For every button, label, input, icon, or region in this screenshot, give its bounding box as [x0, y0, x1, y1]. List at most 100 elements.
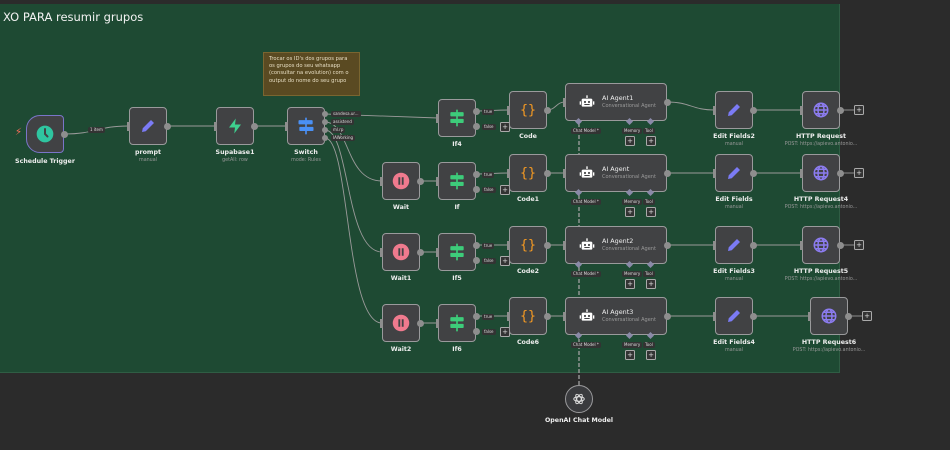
output-port[interactable]: [664, 99, 671, 106]
add-tool-button[interactable]: +: [646, 350, 656, 360]
input-port[interactable]: [713, 169, 716, 178]
node-supabase[interactable]: [216, 107, 254, 145]
input-port[interactable]: [436, 114, 439, 123]
output-port-true[interactable]: [473, 313, 480, 320]
node-if6[interactable]: [438, 304, 476, 342]
node-code6[interactable]: {}: [509, 297, 547, 335]
input-port[interactable]: [507, 106, 510, 115]
input-port[interactable]: [800, 241, 803, 250]
input-port[interactable]: [800, 169, 803, 178]
node-edit4[interactable]: [715, 297, 753, 335]
input-port[interactable]: [563, 98, 566, 107]
add-memory-button[interactable]: +: [625, 207, 635, 217]
input-port[interactable]: [380, 248, 383, 257]
output-port[interactable]: [544, 313, 551, 320]
node-prompt[interactable]: [129, 107, 167, 145]
output-port[interactable]: [664, 313, 671, 320]
output-port[interactable]: [417, 178, 424, 185]
node-wait2[interactable]: [382, 304, 420, 342]
input-port[interactable]: [800, 106, 803, 115]
node-if[interactable]: [438, 162, 476, 200]
output-port-false[interactable]: [473, 186, 480, 193]
output-port[interactable]: [664, 170, 671, 177]
connection[interactable]: [324, 137, 383, 324]
add-memory-button[interactable]: +: [625, 350, 635, 360]
sticky-note[interactable]: Trocar os ID's dos grupos para os grupos…: [263, 52, 360, 96]
output-port[interactable]: [750, 170, 757, 177]
input-port[interactable]: [507, 241, 510, 250]
node-wait1[interactable]: [382, 233, 420, 271]
output-port-false[interactable]: [473, 328, 480, 335]
node-http4[interactable]: [802, 154, 840, 192]
output-port-false[interactable]: [473, 257, 480, 264]
node-if5[interactable]: [438, 233, 476, 271]
input-port[interactable]: [436, 177, 439, 186]
output-port[interactable]: [837, 107, 844, 114]
node-switch[interactable]: [287, 107, 325, 145]
input-port[interactable]: [563, 169, 566, 178]
output-port[interactable]: [417, 249, 424, 256]
input-port[interactable]: [380, 319, 383, 328]
switch-output-port[interactable]: [322, 111, 328, 117]
output-port[interactable]: [544, 107, 551, 114]
output-port-false[interactable]: [473, 123, 480, 130]
input-port[interactable]: [713, 106, 716, 115]
output-port[interactable]: [544, 242, 551, 249]
node-http6[interactable]: [810, 297, 848, 335]
input-port[interactable]: [563, 241, 566, 250]
add-memory-button[interactable]: +: [625, 279, 635, 289]
output-port-true[interactable]: [473, 242, 480, 249]
add-node-button[interactable]: +: [862, 311, 872, 321]
input-port[interactable]: [507, 312, 510, 321]
input-port[interactable]: [507, 169, 510, 178]
input-port[interactable]: [563, 312, 566, 321]
input-port[interactable]: [808, 312, 811, 321]
switch-output-port[interactable]: [322, 127, 328, 133]
node-code[interactable]: {}: [509, 91, 547, 129]
node-http5[interactable]: [802, 226, 840, 264]
node-if4[interactable]: [438, 99, 476, 137]
output-port[interactable]: [61, 131, 68, 138]
output-port[interactable]: [750, 242, 757, 249]
output-port[interactable]: [664, 242, 671, 249]
node-wait[interactable]: [382, 162, 420, 200]
output-port[interactable]: [845, 313, 852, 320]
output-port-true[interactable]: [473, 108, 480, 115]
output-port[interactable]: [750, 107, 757, 114]
input-port[interactable]: [713, 312, 716, 321]
input-port[interactable]: [713, 241, 716, 250]
node-code2[interactable]: {}: [509, 226, 547, 264]
switch-output-port[interactable]: [322, 119, 328, 125]
node-edit[interactable]: [715, 154, 753, 192]
input-port[interactable]: [285, 122, 288, 131]
output-port[interactable]: [750, 313, 757, 320]
add-node-button[interactable]: +: [854, 168, 864, 178]
input-port[interactable]: [436, 319, 439, 328]
input-port[interactable]: [436, 248, 439, 257]
input-port[interactable]: [214, 122, 217, 131]
output-port[interactable]: [251, 123, 258, 130]
output-port-true[interactable]: [473, 171, 480, 178]
openai-chat-model-node[interactable]: [565, 385, 593, 413]
output-port[interactable]: [837, 242, 844, 249]
node-edit3[interactable]: [715, 226, 753, 264]
add-memory-button[interactable]: +: [625, 136, 635, 146]
connection[interactable]: [666, 101, 716, 111]
add-node-button[interactable]: +: [854, 105, 864, 115]
output-port[interactable]: [544, 170, 551, 177]
node-code1[interactable]: {}: [509, 154, 547, 192]
output-port[interactable]: [164, 123, 171, 130]
switch-output-port[interactable]: [322, 135, 328, 141]
add-tool-button[interactable]: +: [646, 136, 656, 146]
add-node-button[interactable]: +: [854, 240, 864, 250]
node-http[interactable]: [802, 91, 840, 129]
add-tool-button[interactable]: +: [646, 279, 656, 289]
output-port[interactable]: [417, 320, 424, 327]
output-port[interactable]: [837, 170, 844, 177]
node-edit2[interactable]: [715, 91, 753, 129]
add-tool-button[interactable]: +: [646, 207, 656, 217]
